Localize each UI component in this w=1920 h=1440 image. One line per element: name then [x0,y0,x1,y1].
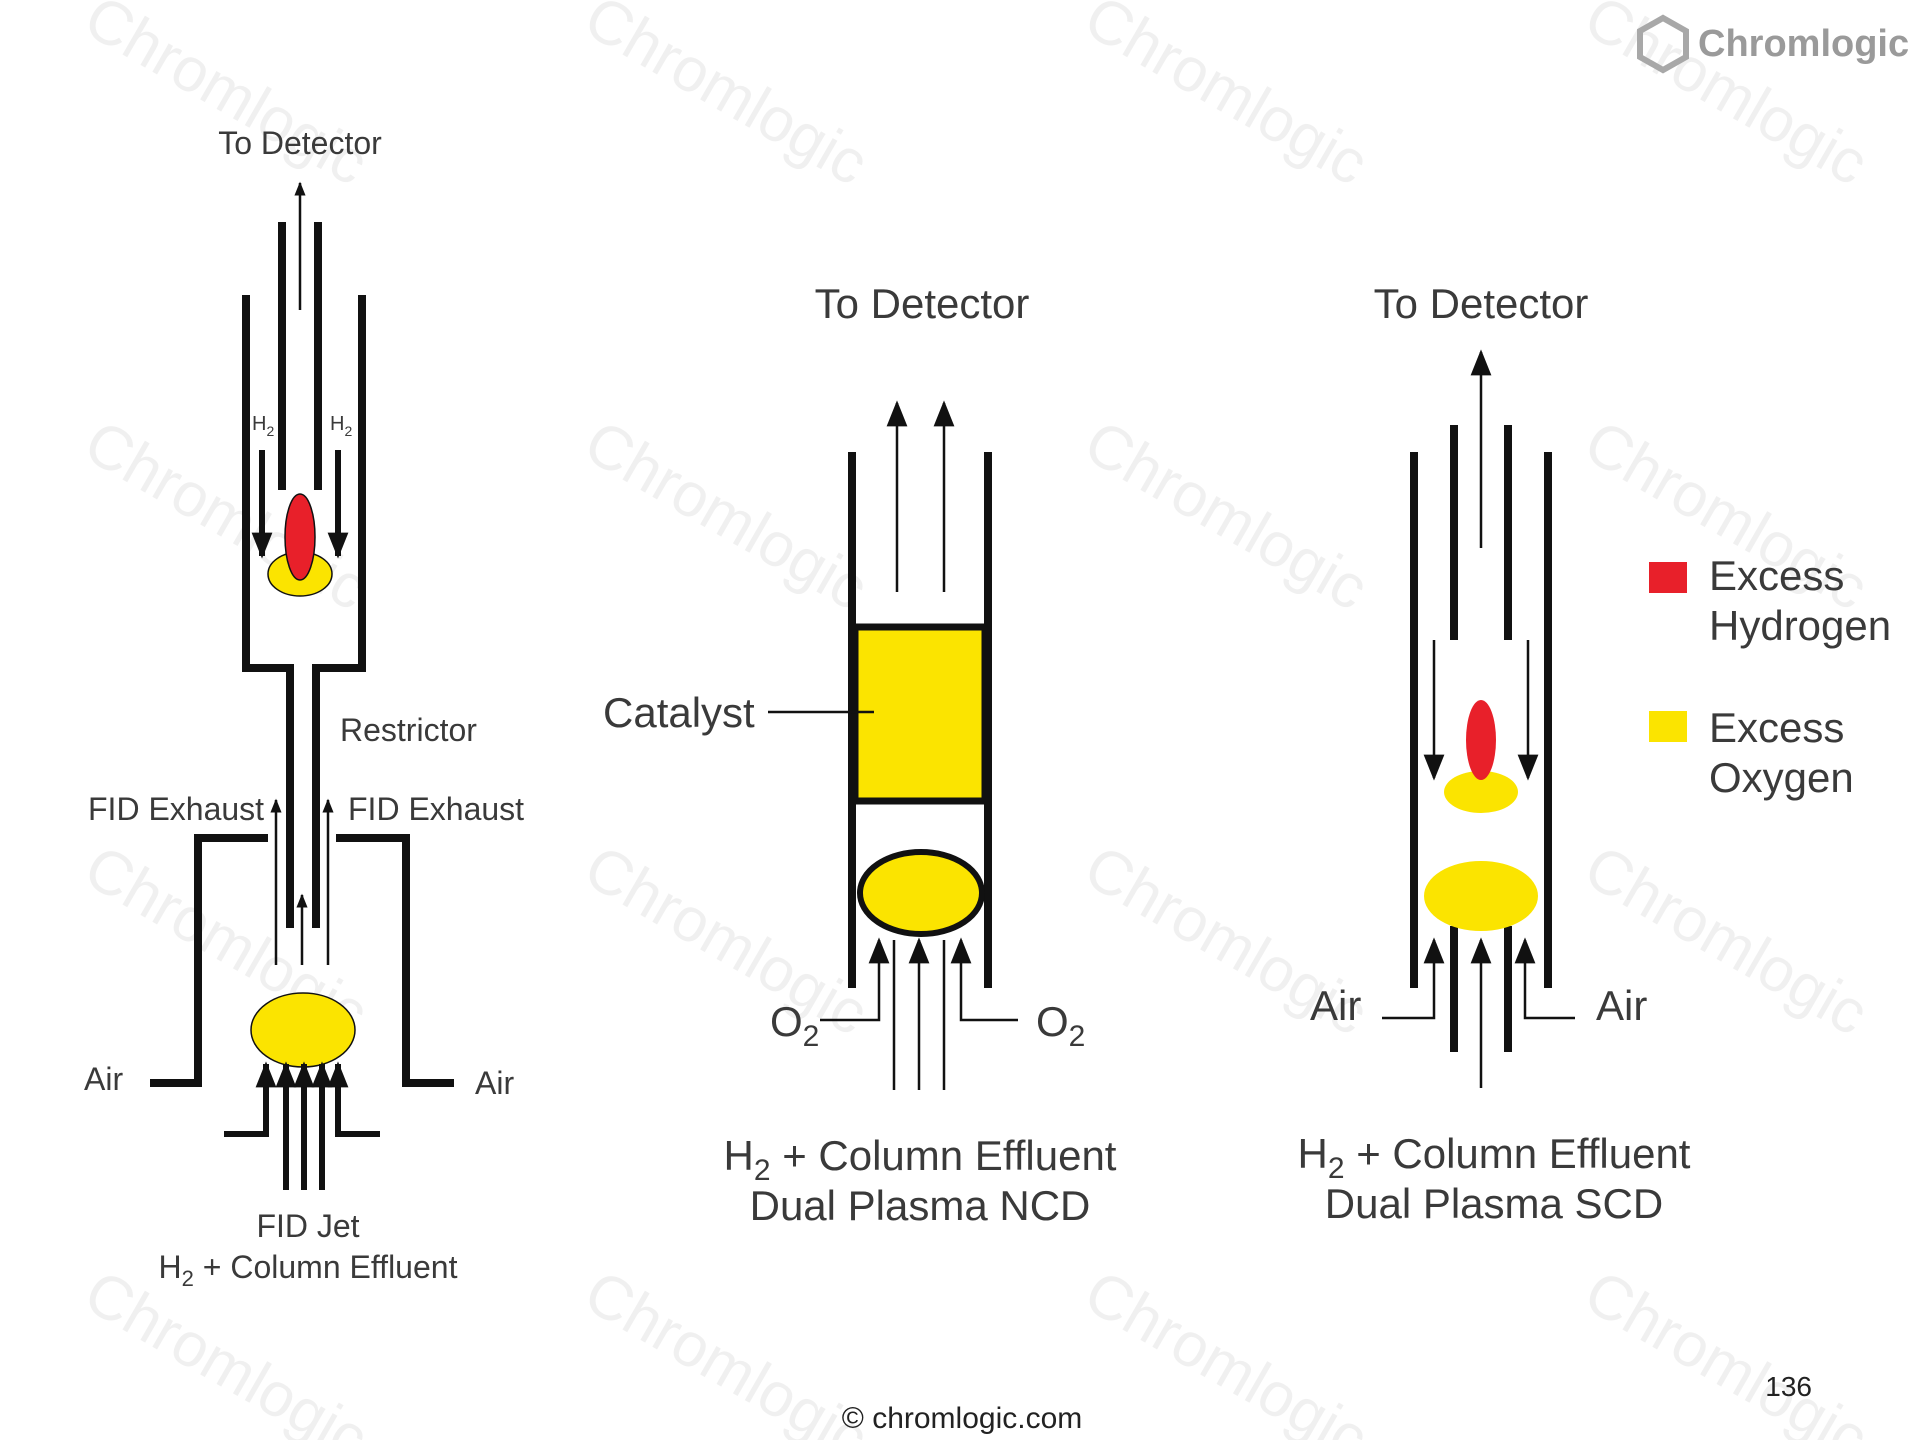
ncd-o2-right-label: O2 [1036,998,1085,1053]
fid-air-right-label: Air [475,1065,514,1101]
legend-swatch-hydrogen [1649,562,1687,593]
legend-label-hydrogen-line1: Excess [1709,552,1844,599]
ncd-catalyst-label: Catalyst [603,689,755,736]
footer-copyright: © chromlogic.com [842,1402,1083,1435]
scd-lower-oxygen-plasma [1424,861,1538,931]
fid-h2-left-label: H2 [252,413,274,439]
scd-upper-oxygen-plasma [1444,771,1518,813]
fid-exhaust-right-label: FID Exhaust [348,791,524,827]
fid-jet-air-arrow-right [327,1061,380,1137]
ncd-title: Dual Plasma NCD [750,1182,1091,1229]
fid-chamber-wall-left [242,295,294,928]
legend-label-oxygen-line2: Oxygen [1709,754,1854,801]
ncd-catalyst-bed [851,623,989,805]
watermark: Chromlogic [1073,407,1379,624]
scd-air-inlet-left [1382,937,1445,1020]
ncd-to-detector-label: To Detector [815,280,1030,327]
legend: Excess Hydrogen Excess Oxygen [1649,552,1891,801]
watermark: Chromlogic [1073,0,1379,199]
fid-jet-oxygen-blob [250,992,356,1068]
fid-hydrogen-flame [284,493,316,581]
fid-air-left-label: Air [84,1061,123,1097]
legend-label-hydrogen-line2: Hydrogen [1709,602,1891,649]
scd-title: Dual Plasma SCD [1325,1180,1663,1227]
hexagon-logo-icon [1637,14,1689,74]
watermark: Chromlogic [1573,1257,1879,1440]
scd-air-left-label: Air [1310,982,1361,1029]
ncd-oxygen-plasma [857,849,985,937]
fid-exhaust-left-label: FID Exhaust [88,791,264,827]
ncd-o2-inlet-right [950,937,1018,1022]
brand-logo: Chromlogic [1637,14,1909,74]
scd-hydrogen-plasma [1466,700,1496,780]
watermark: Chromlogic [573,407,879,624]
page-number: 136 [1765,1371,1812,1402]
logo-text: Chromlogic [1698,23,1909,65]
watermark: Chromlogic [573,0,879,199]
fid-jet-air-arrow-left [224,1061,277,1137]
ncd-o2-inlet-left [820,937,890,1022]
ncd-o2-left-label: O2 [770,998,819,1053]
ncd-diagram: To Detector Catalyst O2 O2 H2 + Column E… [603,280,1117,1229]
watermark: Chromlogic [73,407,379,624]
legend-swatch-oxygen [1649,711,1687,742]
watermark: Chromlogic [573,832,879,1049]
fid-effluent-label: H2 + Column Effluent [159,1249,458,1291]
watermark: Chromlogic [73,0,379,199]
fid-restrictor-label: Restrictor [340,712,477,748]
ncd-effluent-label: H2 + Column Effluent [724,1132,1117,1187]
scd-effluent-label: H2 + Column Effluent [1298,1130,1691,1185]
fid-h2-right-label: H2 [330,413,352,439]
watermark: Chromlogic [573,1257,879,1440]
fid-chamber-wall-right [312,295,366,928]
fid-housing-left [150,834,268,1087]
fid-diagram: To Detector H2 H2 Restrictor FID Exhaust… [84,125,524,1291]
scd-diagram: To Detector Air Air H2 + Column Effluent… [1298,280,1691,1227]
fid-housing-right [336,834,454,1087]
fid-jet-label: FID Jet [256,1208,359,1244]
scd-to-detector-label: To Detector [1374,280,1589,327]
fid-to-detector-label: To Detector [218,125,382,161]
watermark: Chromlogic [1073,1257,1379,1440]
legend-label-oxygen-line1: Excess [1709,704,1844,751]
scd-air-right-label: Air [1596,982,1647,1029]
scd-air-inlet-right [1514,937,1575,1020]
